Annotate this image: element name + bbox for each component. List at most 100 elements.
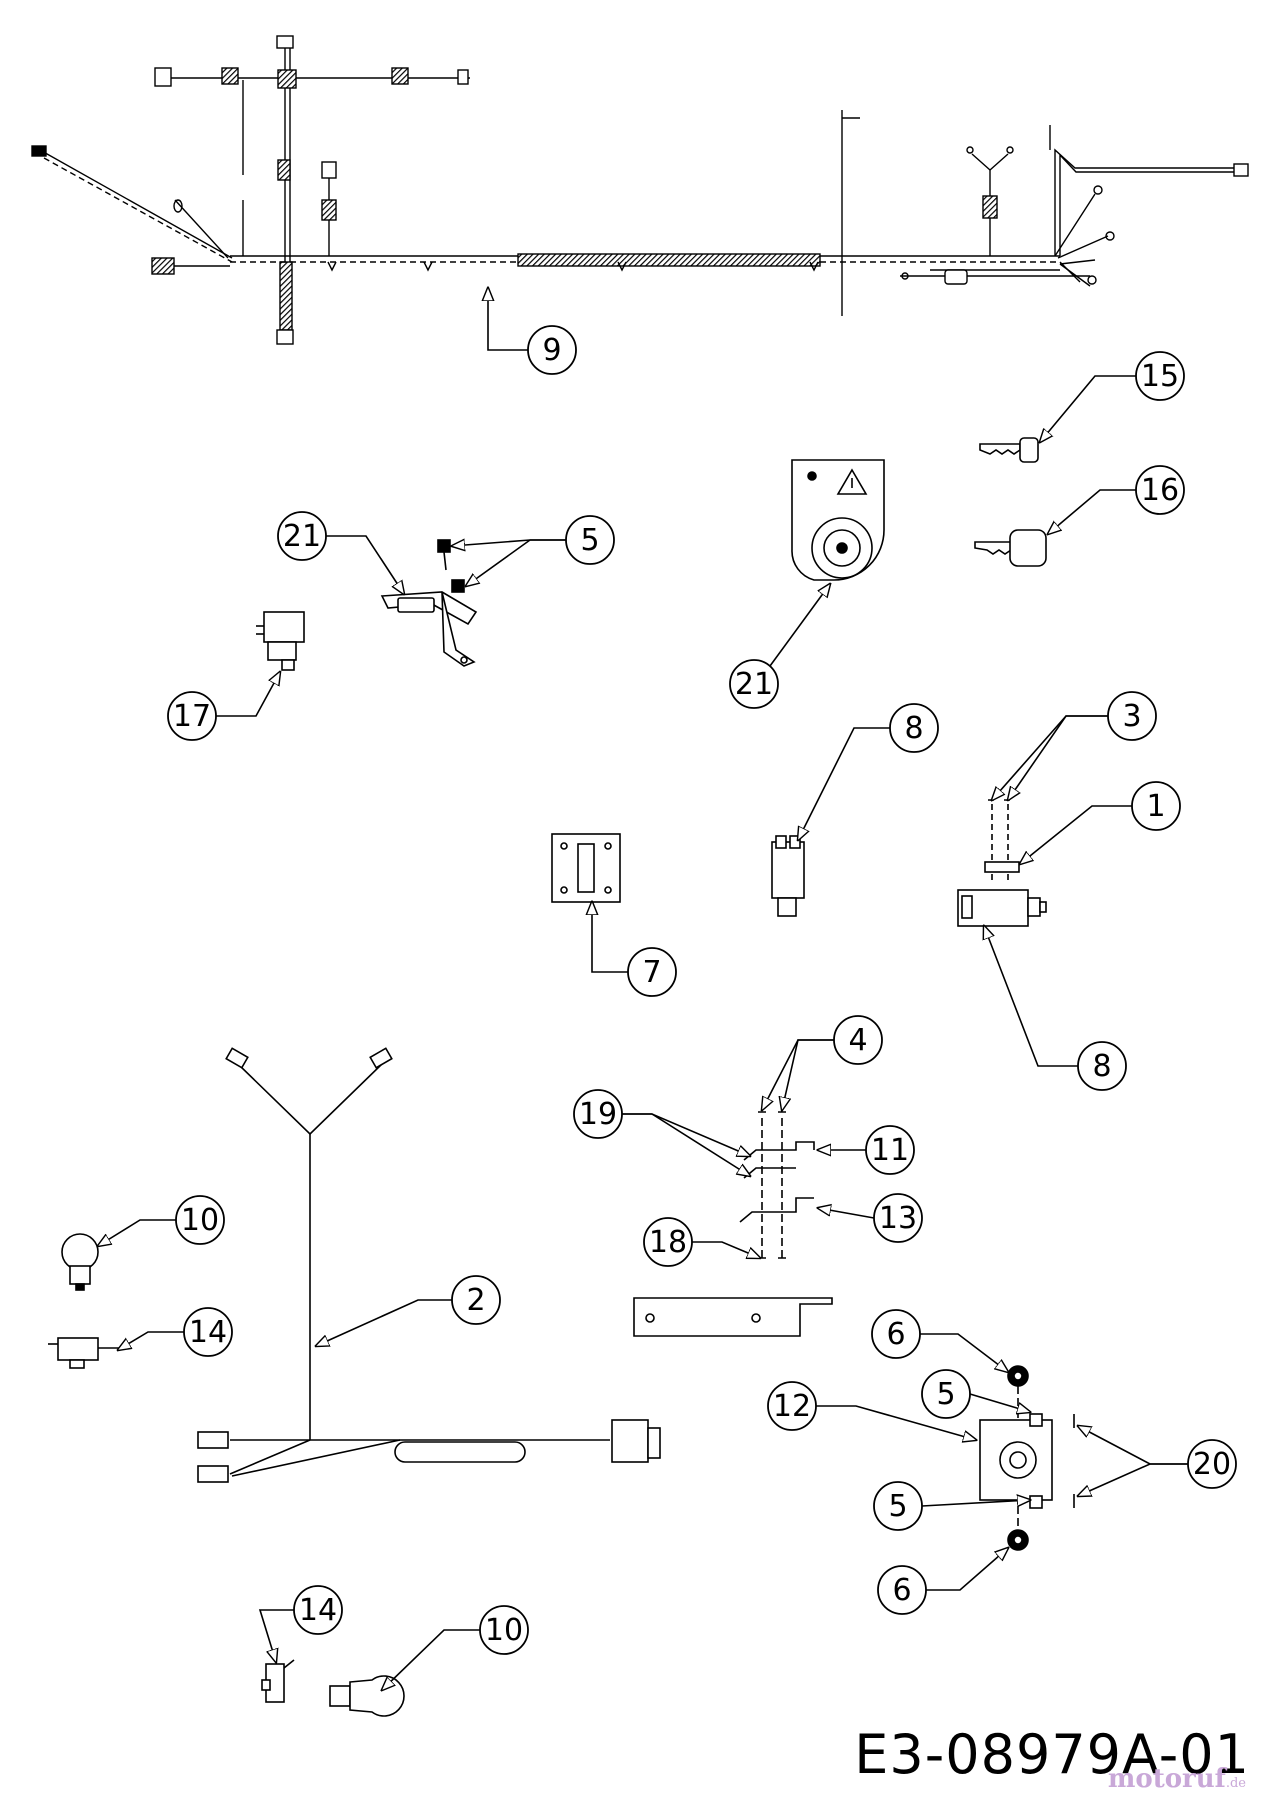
callout-7: 7 xyxy=(592,902,677,997)
callout-number: 3 xyxy=(1122,699,1141,734)
callout-number: 15 xyxy=(1141,359,1179,394)
leader-line xyxy=(1078,1463,1188,1496)
switch-12 xyxy=(979,1365,1075,1551)
socket-14-upper xyxy=(48,1337,122,1369)
callout-bubble xyxy=(877,1565,927,1615)
callout-number: 12 xyxy=(773,1389,811,1424)
callout-bubble xyxy=(1077,1041,1127,1091)
callout-17: 17 xyxy=(167,672,280,741)
callout-number: 7 xyxy=(642,955,661,990)
callout-19: 19 xyxy=(573,1089,750,1176)
callout-18: 18 xyxy=(643,1217,760,1267)
bracket-21 xyxy=(380,539,478,667)
sub-harness-2 xyxy=(197,1047,661,1483)
leader-line xyxy=(466,539,566,586)
callout-8: 8 xyxy=(984,926,1127,1091)
callout-bubble xyxy=(1131,781,1181,831)
switch-assembly-8-lower xyxy=(957,799,1047,927)
callout-bubble xyxy=(1107,691,1157,741)
callout-bubble xyxy=(767,1381,817,1431)
callout-11: 11 xyxy=(818,1125,915,1175)
callout-bubble xyxy=(871,1309,921,1359)
callout-12: 12 xyxy=(767,1381,976,1440)
callout-number: 2 xyxy=(466,1283,485,1318)
callout-10: 10 xyxy=(382,1605,529,1690)
leader-line xyxy=(1020,805,1132,864)
leader-line xyxy=(926,1548,1008,1591)
callout-8: 8 xyxy=(798,703,939,840)
leader-line xyxy=(782,1039,834,1110)
leader-line xyxy=(1040,375,1136,442)
leader-line xyxy=(326,535,404,594)
callout-number: 5 xyxy=(936,1377,955,1412)
callout-bubble xyxy=(565,515,615,565)
callout-bubble xyxy=(527,325,577,375)
callout-bubble xyxy=(479,1605,529,1655)
leader-line xyxy=(1078,1426,1188,1465)
leader-line xyxy=(488,288,528,351)
callout-5: 5 xyxy=(921,1369,1030,1419)
switch-8-upper xyxy=(771,835,805,917)
callout-15: 15 xyxy=(1040,351,1185,442)
callout-number: 11 xyxy=(871,1133,909,1168)
callout-number: 10 xyxy=(485,1613,523,1648)
leader-line xyxy=(1008,715,1108,800)
callout-bubble xyxy=(921,1369,971,1419)
leader-line xyxy=(992,715,1108,800)
callout-bubble xyxy=(167,691,217,741)
callout-3: 3 xyxy=(992,691,1157,800)
callout-number: 9 xyxy=(542,333,561,368)
leader-line xyxy=(920,1333,1008,1372)
leader-line xyxy=(769,584,830,667)
ignition-switch-21 xyxy=(791,459,885,581)
leader-line xyxy=(98,1219,176,1246)
leader-line xyxy=(258,1609,294,1662)
leader-line xyxy=(969,1393,1030,1412)
callout-bubble xyxy=(451,1275,501,1325)
callout-16: 16 xyxy=(1048,465,1185,534)
callout-number: 16 xyxy=(1141,473,1179,508)
callout-5: 5 xyxy=(873,1481,1030,1531)
callout-bubble xyxy=(729,659,779,709)
callout-1: 1 xyxy=(1020,781,1181,864)
mounting-stack xyxy=(633,1111,833,1337)
leader-line xyxy=(592,902,628,973)
callout-bubble xyxy=(183,1307,233,1357)
leader-line xyxy=(382,1629,480,1690)
callout-bubble xyxy=(1187,1439,1237,1489)
callout-bubble xyxy=(833,1015,883,1065)
callout-bubble xyxy=(573,1089,623,1139)
callout-bubble xyxy=(277,511,327,561)
leader-line xyxy=(818,1208,875,1219)
leader-line xyxy=(316,1299,452,1346)
main-wire-harness xyxy=(31,35,1249,345)
callout-number: 18 xyxy=(649,1225,687,1260)
callout-number: 5 xyxy=(888,1489,907,1524)
callout-bubble xyxy=(865,1125,915,1175)
callout-bubble xyxy=(873,1481,923,1531)
callout-21: 21 xyxy=(277,511,404,594)
callout-10: 10 xyxy=(98,1195,225,1246)
callout-bubble xyxy=(643,1217,693,1267)
leader-line xyxy=(118,1331,184,1350)
drawing-number: E3-08979A-01 xyxy=(854,1723,1250,1786)
callout-20: 20 xyxy=(1078,1426,1237,1496)
callout-bubble xyxy=(889,703,939,753)
callout-number: 8 xyxy=(1092,1049,1111,1084)
leader-line xyxy=(216,672,280,717)
ignition-key-16 xyxy=(974,529,1047,567)
leader-line xyxy=(692,1241,760,1258)
leader-line xyxy=(816,1405,976,1440)
callout-number: 14 xyxy=(299,1593,337,1628)
callout-number: 21 xyxy=(283,519,321,554)
callout-number: 5 xyxy=(580,523,599,558)
callout-13: 13 xyxy=(818,1193,923,1243)
callout-bubble xyxy=(873,1193,923,1243)
callout-21: 21 xyxy=(729,584,830,709)
leader-line xyxy=(798,727,890,840)
callout-number: 19 xyxy=(579,1097,617,1132)
leader-line xyxy=(1048,489,1136,534)
relay-17 xyxy=(256,611,305,671)
callout-number: 13 xyxy=(879,1201,917,1236)
